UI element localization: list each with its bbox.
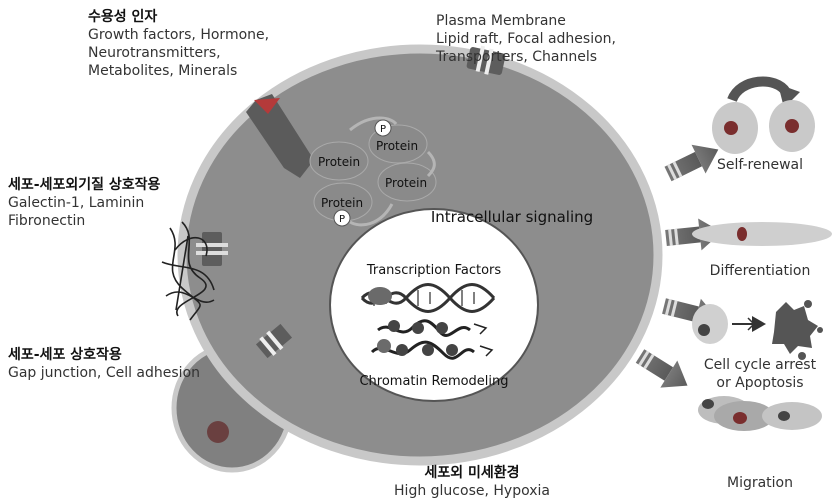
- ecm-interaction-title: 세포-세포외기질 상호작용: [8, 176, 160, 194]
- outcome-arrest-line: or Apoptosis: [684, 374, 836, 392]
- ecm-interaction-label: 세포-세포외기질 상호작용 Galectin-1, Laminin Fibron…: [8, 176, 160, 230]
- chromatin-label: Chromatin Remodeling: [359, 374, 508, 389]
- signaling-label: Intracellular signaling: [431, 208, 593, 226]
- ecm-interaction-line: Galectin-1, Laminin: [8, 194, 160, 212]
- soluble-factors-line: Growth factors, Hormone,: [88, 26, 269, 44]
- outcome-self-renewal: Self-renewal: [690, 156, 830, 174]
- phospho-label: P: [339, 214, 345, 225]
- migration-figure: [698, 396, 822, 431]
- nucleus: Transcription Factors Chromatin Remodeli…: [330, 209, 538, 401]
- soluble-factors-line: Neurotransmitters,: [88, 44, 269, 62]
- cell-cell-interaction-line: Gap junction, Cell adhesion: [8, 364, 200, 382]
- protein-label: Protein: [385, 176, 427, 190]
- soluble-factors-title: 수용성 인자: [88, 8, 269, 26]
- outcome-differentiation: Differentiation: [690, 262, 830, 280]
- plasma-membrane-title: Plasma Membrane: [436, 12, 616, 30]
- plasma-membrane-line: Transporters, Channels: [436, 48, 616, 66]
- microenvironment-line: High glucose, Hypoxia: [372, 482, 572, 500]
- phospho-label: P: [380, 124, 386, 135]
- outcome-migration: Migration: [690, 474, 830, 492]
- differentiation-figure: [692, 222, 832, 246]
- cell-cell-interaction-label: 세포-세포 상호작용 Gap junction, Cell adhesion: [8, 346, 200, 382]
- cell-cell-interaction-title: 세포-세포 상호작용: [8, 346, 200, 364]
- tf-label: Transcription Factors: [366, 263, 502, 278]
- self-renewal-figure: [712, 82, 815, 154]
- plasma-membrane-label: Plasma Membrane Lipid raft, Focal adhesi…: [436, 12, 616, 66]
- microenvironment-label: 세포외 미세환경 High glucose, Hypoxia: [372, 464, 572, 500]
- plasma-membrane-line: Lipid raft, Focal adhesion,: [436, 30, 616, 48]
- ecm-interaction-line: Fibronectin: [8, 212, 160, 230]
- outcome-arrest-line: Cell cycle arrest: [684, 356, 836, 374]
- protein-label: Protein: [321, 196, 363, 210]
- outcome-cell-cycle-arrest: Cell cycle arrest or Apoptosis: [684, 356, 836, 392]
- protein-label: Protein: [318, 155, 360, 169]
- microenvironment-title: 세포외 미세환경: [372, 464, 572, 482]
- soluble-factors-line: Metabolites, Minerals: [88, 62, 269, 80]
- soluble-factors-label: 수용성 인자 Growth factors, Hormone, Neurotra…: [88, 8, 269, 80]
- protein-label: Protein: [376, 139, 418, 153]
- apoptosis-figure: [692, 300, 823, 360]
